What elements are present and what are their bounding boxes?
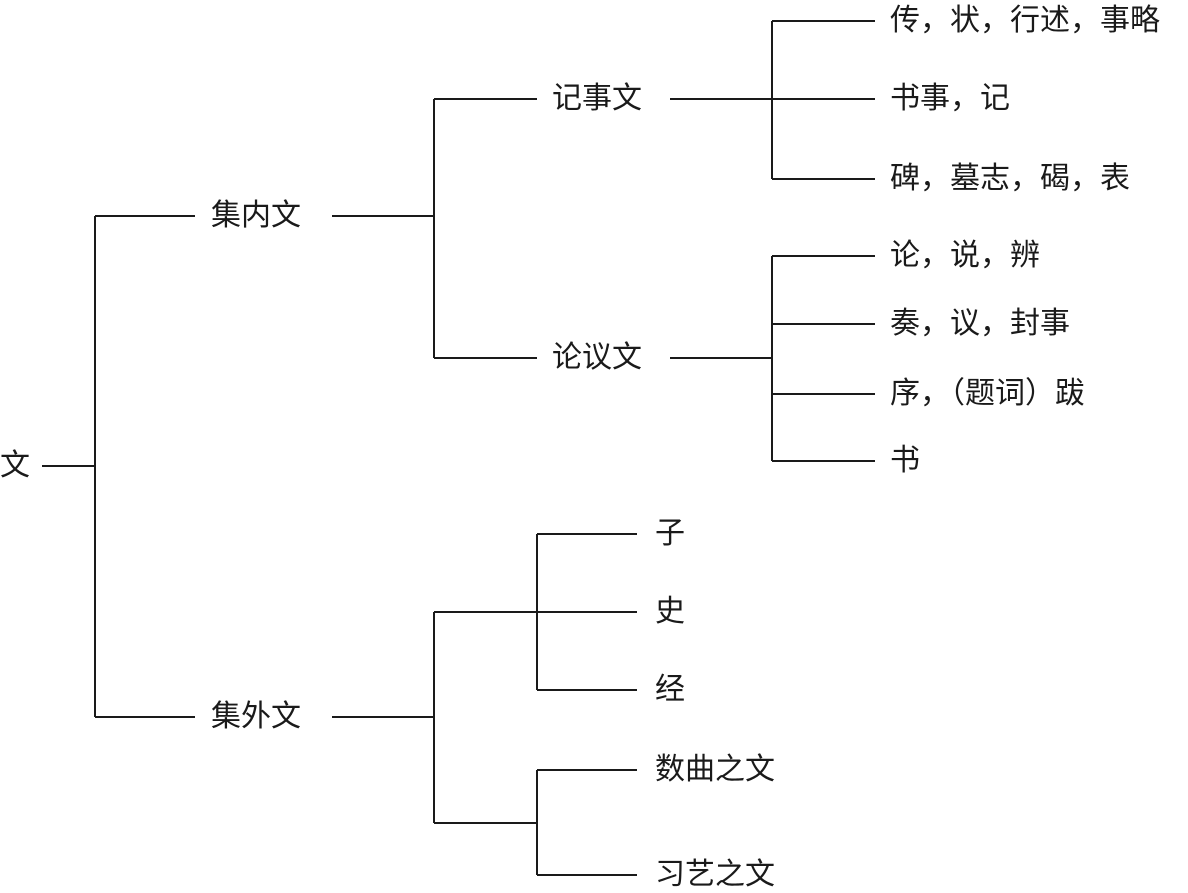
ji-shi-wen-item: 书事，记 xyxy=(890,81,1010,116)
lun-yi-wen-item: 书 xyxy=(890,443,920,478)
ji-nei-wen-node: 集内文 xyxy=(211,198,301,233)
lun-yi-wen-node: 论议文 xyxy=(552,340,642,375)
root-node: 文 xyxy=(0,448,30,483)
ji-wai-wen-item: 史 xyxy=(655,594,685,629)
ji-wai-wen-item: 经 xyxy=(655,672,685,707)
lun-yi-wen-item: 论，说，辨 xyxy=(890,238,1040,273)
ji-wai-wen-node: 集外文 xyxy=(211,699,301,734)
ji-wai-wen-item: 习艺之文 xyxy=(655,857,775,892)
ji-wai-wen-item: 子 xyxy=(655,516,685,551)
ji-shi-wen-item: 传，状，行述，事略 xyxy=(890,3,1160,38)
lun-yi-wen-item: 序，（题词）跋 xyxy=(890,376,1085,411)
lun-yi-wen-item: 奏，议，封事 xyxy=(890,306,1070,341)
ji-shi-wen-item: 碑，墓志，碣，表 xyxy=(890,161,1130,196)
ji-shi-wen-node: 记事文 xyxy=(552,81,642,116)
ji-wai-wen-item: 数曲之文 xyxy=(655,752,775,787)
